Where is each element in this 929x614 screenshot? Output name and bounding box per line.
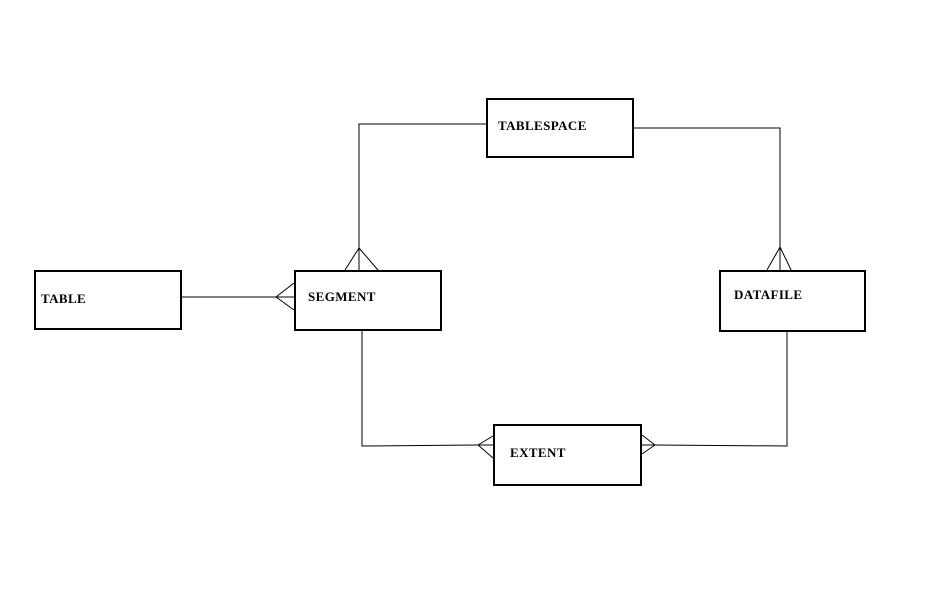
connector-line — [634, 127, 781, 247]
entity-label-extent: EXTENT — [510, 445, 566, 460]
entity-label-datafile: DATAFILE — [734, 287, 803, 302]
entity-table: TABLE — [34, 270, 182, 330]
connector-tablespace-datafile — [634, 127, 794, 275]
entity-tablespace: TABLESPACE — [486, 98, 634, 158]
connector-tablespace-segment — [344, 123, 486, 271]
crows-foot-many-icon — [275, 282, 295, 311]
connector-segment-extent — [361, 331, 494, 459]
connector-datafile-extent — [641, 332, 788, 455]
entity-label-segment: SEGMENT — [308, 289, 376, 304]
connector-table-segment — [182, 282, 295, 311]
connector-line — [358, 123, 486, 248]
crows-foot-many-icon — [641, 434, 656, 455]
entity-label-tablespace: TABLESPACE — [498, 118, 587, 133]
entity-label-table: TABLE — [41, 291, 87, 306]
crows-foot-many-icon — [766, 246, 794, 275]
entity-datafile: DATAFILE — [719, 270, 866, 332]
crows-foot-many-icon — [344, 247, 379, 271]
crows-foot-many-icon — [477, 435, 494, 459]
entity-segment: SEGMENT — [294, 270, 442, 331]
entity-extent: EXTENT — [493, 424, 642, 486]
connector-line — [361, 331, 479, 447]
connector-line — [654, 332, 788, 447]
